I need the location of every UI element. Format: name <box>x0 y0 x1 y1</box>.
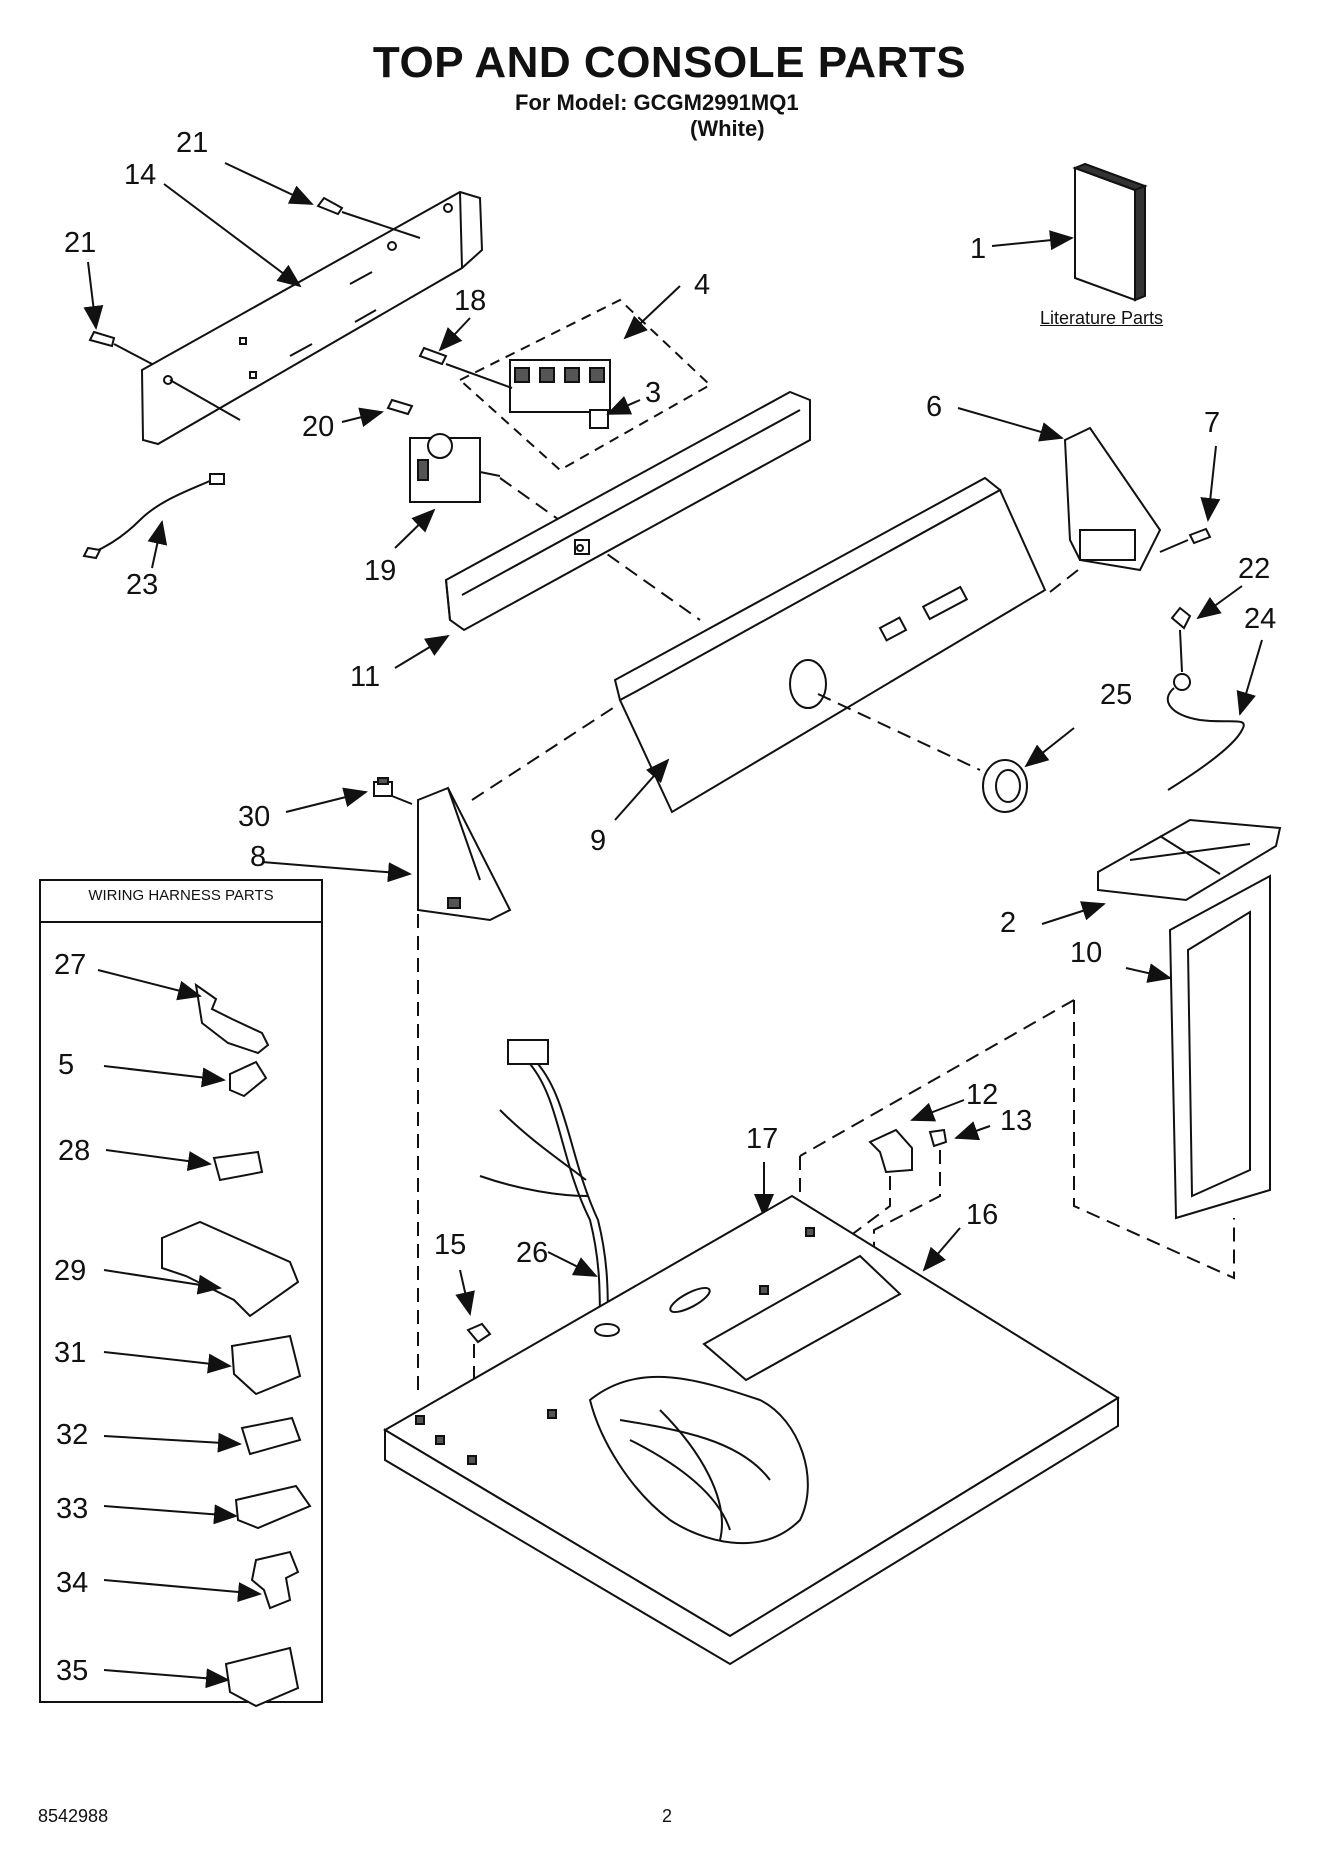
callout-14: 14 <box>124 159 156 191</box>
literature-booklet <box>1072 162 1148 302</box>
document-number: 8542988 <box>38 1806 109 1826</box>
bracket-12 <box>868 1128 913 1174</box>
screw-18 <box>418 346 448 366</box>
callout-11: 11 <box>350 661 380 693</box>
callout-18: 18 <box>454 285 486 317</box>
screw-20 <box>386 398 414 416</box>
callout-8: 8 <box>250 841 266 873</box>
screw-21-upper <box>316 196 421 239</box>
literature-parts-label: Literature Parts <box>1040 308 1164 328</box>
ground-screw-22 <box>1170 606 1192 691</box>
page-number: 2 <box>662 1806 673 1826</box>
callout-33: 33 <box>56 1493 88 1525</box>
timer-19 <box>409 433 501 503</box>
console-rail-11 <box>444 390 811 632</box>
ground-wire-24 <box>1166 687 1245 791</box>
callout-2: 2 <box>1000 907 1016 939</box>
callout-3: 3 <box>645 377 661 409</box>
control-switch-assembly <box>458 298 712 472</box>
callout-29: 29 <box>54 1255 86 1287</box>
callout-7: 7 <box>1204 407 1220 439</box>
callout-12: 12 <box>966 1079 998 1111</box>
callout-17: 17 <box>746 1123 778 1155</box>
end-cap-right-6 <box>1063 426 1162 572</box>
callout-28: 28 <box>58 1135 90 1167</box>
callout-9: 9 <box>590 825 606 857</box>
callout-24: 24 <box>1244 603 1276 635</box>
knob-25 <box>982 759 1028 813</box>
callout-4: 4 <box>694 269 710 301</box>
callout-6: 6 <box>926 391 942 423</box>
callout-35: 35 <box>56 1655 88 1687</box>
callout-32: 32 <box>56 1419 88 1451</box>
callout-15: 15 <box>434 1229 466 1261</box>
callout-16: 16 <box>966 1199 998 1231</box>
wiring-harness-box-title: WIRING HARNESS PARTS <box>88 887 274 904</box>
wire-lead-23 <box>82 473 225 560</box>
callout-1: 1 <box>970 233 986 265</box>
callout-21-a: 21 <box>176 127 208 159</box>
callout-21-b: 21 <box>64 227 96 259</box>
clip-15 <box>466 1322 492 1344</box>
wire-harness-26 <box>479 1039 621 1337</box>
end-cap-left-8 <box>417 786 512 922</box>
callout-27: 27 <box>54 949 86 981</box>
callout-5: 5 <box>58 1049 74 1081</box>
duct-10 <box>1168 874 1271 1220</box>
page-title: TOP AND CONSOLE PARTS <box>372 38 967 87</box>
console-front-panel-9 <box>613 476 1047 814</box>
vent-cover-2 <box>1097 818 1282 902</box>
callout-30: 30 <box>238 801 270 833</box>
harness-part-icons <box>161 982 312 1708</box>
callout-20: 20 <box>302 411 334 443</box>
callout-26: 26 <box>516 1237 548 1269</box>
clip-30 <box>373 777 393 797</box>
callout-34: 34 <box>56 1567 88 1599</box>
model-line: For Model: GCGM2991MQ1 <box>515 90 799 115</box>
callout-23: 23 <box>126 569 158 601</box>
callout-19: 19 <box>364 555 396 587</box>
screw-7 <box>1188 527 1212 545</box>
callout-22: 22 <box>1238 553 1270 585</box>
callout-13: 13 <box>1000 1105 1032 1137</box>
callout-10: 10 <box>1070 937 1102 969</box>
callout-25: 25 <box>1100 679 1132 711</box>
console-back-panel <box>140 190 484 446</box>
screw-13 <box>928 1128 948 1148</box>
screw-21-left <box>88 330 153 365</box>
color-line: (White) <box>690 116 765 141</box>
dryer-top-16 <box>383 1194 1120 1666</box>
callout-31: 31 <box>54 1337 86 1369</box>
